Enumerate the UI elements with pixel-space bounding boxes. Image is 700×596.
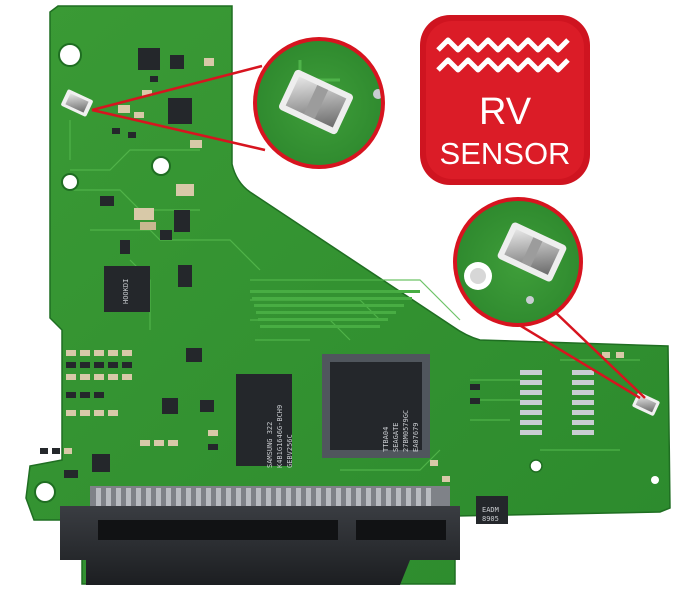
connector-pin <box>96 488 101 506</box>
connector-pin <box>356 488 361 506</box>
memory-chip-marking-1: SAMSUNG 322 <box>266 422 274 468</box>
connector-pin <box>226 488 231 506</box>
connector-pin <box>176 488 181 506</box>
connector-pin <box>236 488 241 506</box>
connector-pin <box>386 488 391 506</box>
connector-pin <box>246 488 251 506</box>
connector-pin <box>336 488 341 506</box>
memory-chip: SAMSUNG 322 K4B1G1646G-BCH9 GEBV256C <box>236 374 294 468</box>
connector-pin <box>406 488 411 506</box>
connector-pin <box>366 488 371 506</box>
connector-pin <box>326 488 331 506</box>
controller-chip-marking-2: SEAGATE <box>392 422 400 452</box>
controller-chip: TTBA04 SEAGATE 27BM0579GC EA07679 <box>322 354 430 458</box>
connector-pin <box>306 488 311 506</box>
connector-pin <box>146 488 151 506</box>
memory-chip-marking-2: K4B1G1646G-BCH9 <box>276 405 284 468</box>
driver-chip-marking-1: EADM <box>482 506 499 514</box>
driver-chip-marking-2: 8905 <box>482 515 499 523</box>
badge-title: RV <box>479 91 532 133</box>
connector-pin <box>116 488 121 506</box>
connector-pin <box>346 488 351 506</box>
driver-pads <box>520 370 594 435</box>
memory-chip-marking-3: GEBV256C <box>286 434 294 468</box>
connector-pin <box>166 488 171 506</box>
connector-pin <box>156 488 161 506</box>
wave-lines-icon <box>436 37 570 73</box>
controller-chip-marking-1: TTBA04 <box>382 427 390 452</box>
connector-pin <box>286 488 291 506</box>
connector-pin <box>136 488 141 506</box>
connector-pin <box>316 488 321 506</box>
svg-text:HOOKDI: HOOKDI <box>122 279 130 304</box>
connector-pin <box>426 488 431 506</box>
top-components <box>112 48 214 196</box>
connector-pin <box>126 488 131 506</box>
controller-chip-marking-3: 27BM0579GC <box>402 410 410 452</box>
connector-pin <box>106 488 111 506</box>
connector-pin <box>196 488 201 506</box>
connector-pin <box>416 488 421 506</box>
connector-pin <box>186 488 191 506</box>
small-ic-right: EADM 8905 <box>430 352 624 524</box>
connector-pin <box>206 488 211 506</box>
connector-pin <box>376 488 381 506</box>
connector-pin <box>266 488 271 506</box>
connector-pin <box>216 488 221 506</box>
left-components: HOOKDI <box>100 196 214 414</box>
magnifier-right <box>453 197 583 327</box>
circuit-board: HOOKDI <box>25 5 671 585</box>
rv-sensor-top <box>61 89 93 117</box>
connector-pin <box>396 488 401 506</box>
trace-bus <box>250 290 420 328</box>
connector-pin <box>276 488 281 506</box>
controller-chip-marking-4: EA07679 <box>412 422 420 452</box>
connector-pin <box>296 488 301 506</box>
passive-components <box>40 350 218 478</box>
rv-sensor-badge: RV SENSOR <box>420 15 590 185</box>
magnifier-top <box>253 37 385 169</box>
connector-pin <box>256 488 261 506</box>
callout-lines <box>91 64 646 400</box>
badge-subtitle: SENSOR <box>440 136 571 171</box>
connector-pins <box>96 488 431 506</box>
